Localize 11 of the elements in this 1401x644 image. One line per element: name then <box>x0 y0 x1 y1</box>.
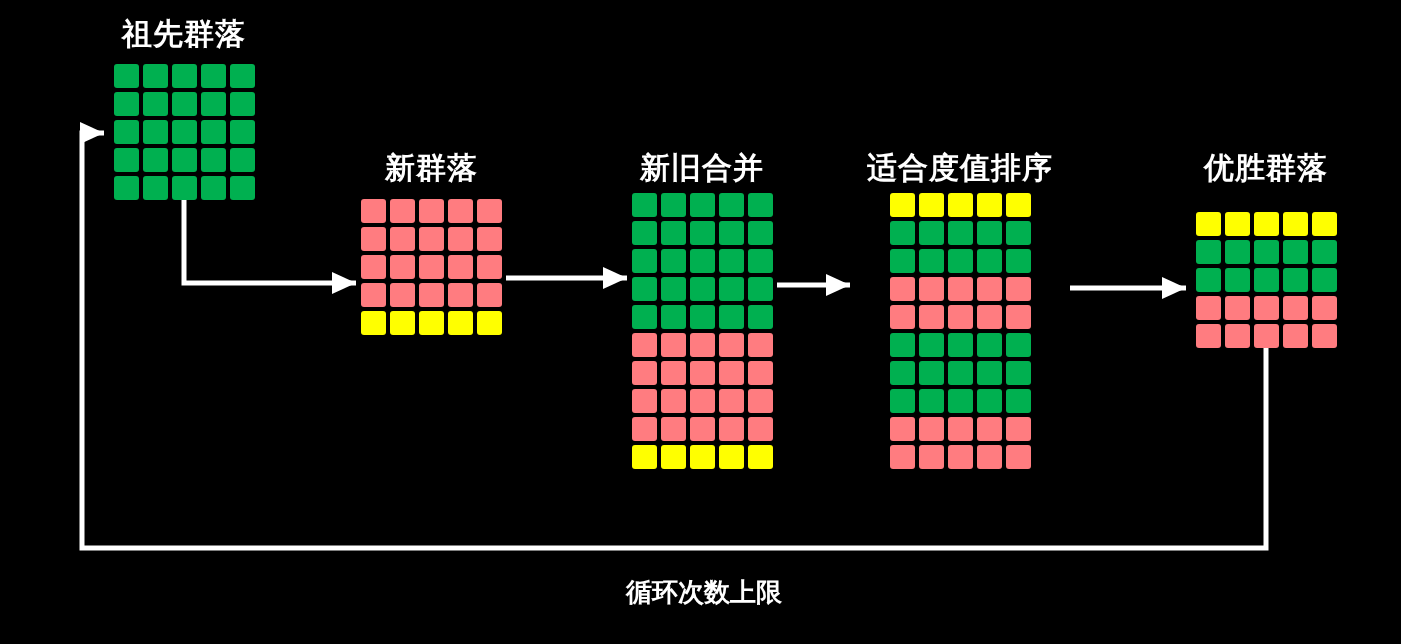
arrow <box>777 274 850 296</box>
arrow <box>79 122 1269 551</box>
population-title: 新旧合并 <box>640 150 764 186</box>
arrow <box>506 267 627 289</box>
edge-label: 循环次数上限 <box>626 576 782 608</box>
population-title: 适合度值排序 <box>867 150 1053 186</box>
population-title: 新群落 <box>384 150 478 186</box>
population-title: 祖先群落 <box>122 16 246 52</box>
arrow <box>181 200 356 294</box>
arrow <box>1070 277 1186 299</box>
population-title: 优胜群落 <box>1204 150 1328 186</box>
